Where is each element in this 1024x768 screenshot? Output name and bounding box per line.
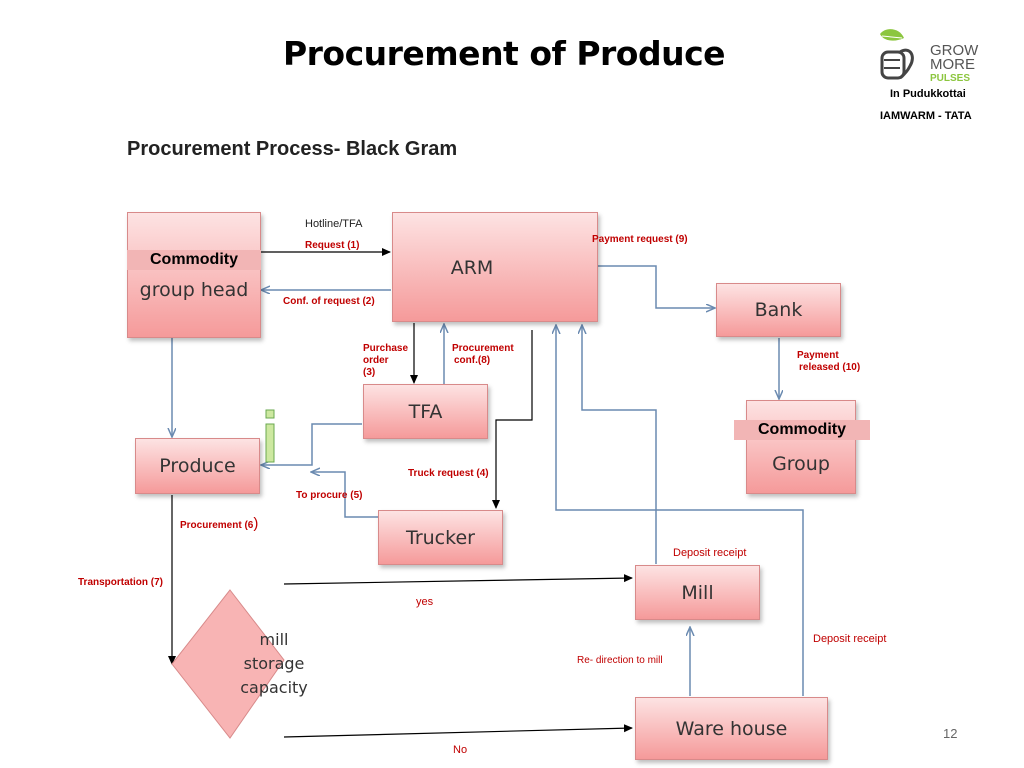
warehouse-deposit-arrow bbox=[556, 326, 804, 696]
to-procure-arrow bbox=[312, 472, 378, 518]
payment-released-label: Payment released (10) bbox=[797, 350, 861, 373]
commodity-group-head-node: group head bbox=[127, 212, 261, 338]
tfa-node: TFA bbox=[363, 384, 488, 439]
deposit-receipt-mill-label: Deposit receipt bbox=[673, 547, 747, 559]
procurement-label: Procurement (6) bbox=[180, 515, 259, 532]
brand-label: IAMWARM - TATA bbox=[880, 110, 972, 122]
diagram-subtitle: Procurement Process- Black Gram bbox=[127, 138, 458, 160]
logo-place: In Pudukkottai bbox=[890, 88, 966, 100]
grow-more-pulses-logo bbox=[880, 29, 914, 80]
truck-request-arrow bbox=[492, 330, 533, 509]
commodity-group-text: Group bbox=[772, 453, 830, 475]
warehouse-node: Ware house bbox=[635, 697, 828, 760]
trucker-node: Trucker bbox=[378, 510, 503, 565]
payment-request-label: Payment request (9) bbox=[592, 234, 688, 245]
commodity-tag-group: Commodity bbox=[734, 420, 870, 440]
request-label: Request (1) bbox=[305, 240, 360, 251]
transportation-label: Transportation (7) bbox=[78, 577, 164, 588]
tfa-produce-arrow bbox=[262, 423, 362, 465]
truck-request-label: Truck request (4) bbox=[408, 468, 489, 479]
deposit-receipt-warehouse-label: Deposit receipt bbox=[813, 633, 887, 645]
procurement-conf-label: Procurement conf.(8) bbox=[452, 343, 514, 366]
page-number: 12 bbox=[943, 726, 958, 741]
yes-label: yes bbox=[416, 596, 434, 608]
conf-request-label: Conf. of request (2) bbox=[283, 296, 375, 307]
mill-capacity-decision bbox=[171, 589, 285, 739]
mill-deposit-arrow bbox=[582, 326, 657, 564]
no-arrow bbox=[283, 724, 633, 738]
payment-request-arrow bbox=[598, 265, 714, 308]
mill-node: Mill bbox=[635, 565, 760, 620]
decision-text: mill storage capacity bbox=[240, 630, 308, 697]
page-title: Procurement of Produce bbox=[282, 34, 726, 73]
commodity-group-head-text: group head bbox=[139, 279, 249, 301]
yes-arrow bbox=[283, 574, 633, 585]
redirection-label: Re- direction to mill bbox=[577, 655, 663, 666]
arm-node: ARM bbox=[392, 212, 598, 322]
to-procure-label: To procure (5) bbox=[296, 490, 363, 501]
purchase-order-label: Purchase order (3) bbox=[363, 343, 409, 378]
produce-node: Produce bbox=[135, 438, 260, 494]
bank-node: Bank bbox=[716, 283, 841, 337]
no-label: No bbox=[453, 744, 468, 756]
hotline-label: Hotline/TFA bbox=[305, 218, 363, 230]
logo-pulses-text: PULSES bbox=[930, 73, 971, 84]
commodity-group-node: Group bbox=[746, 400, 856, 494]
commodity-tag-head: Commodity bbox=[127, 250, 261, 270]
green-marker-icon bbox=[265, 423, 275, 463]
